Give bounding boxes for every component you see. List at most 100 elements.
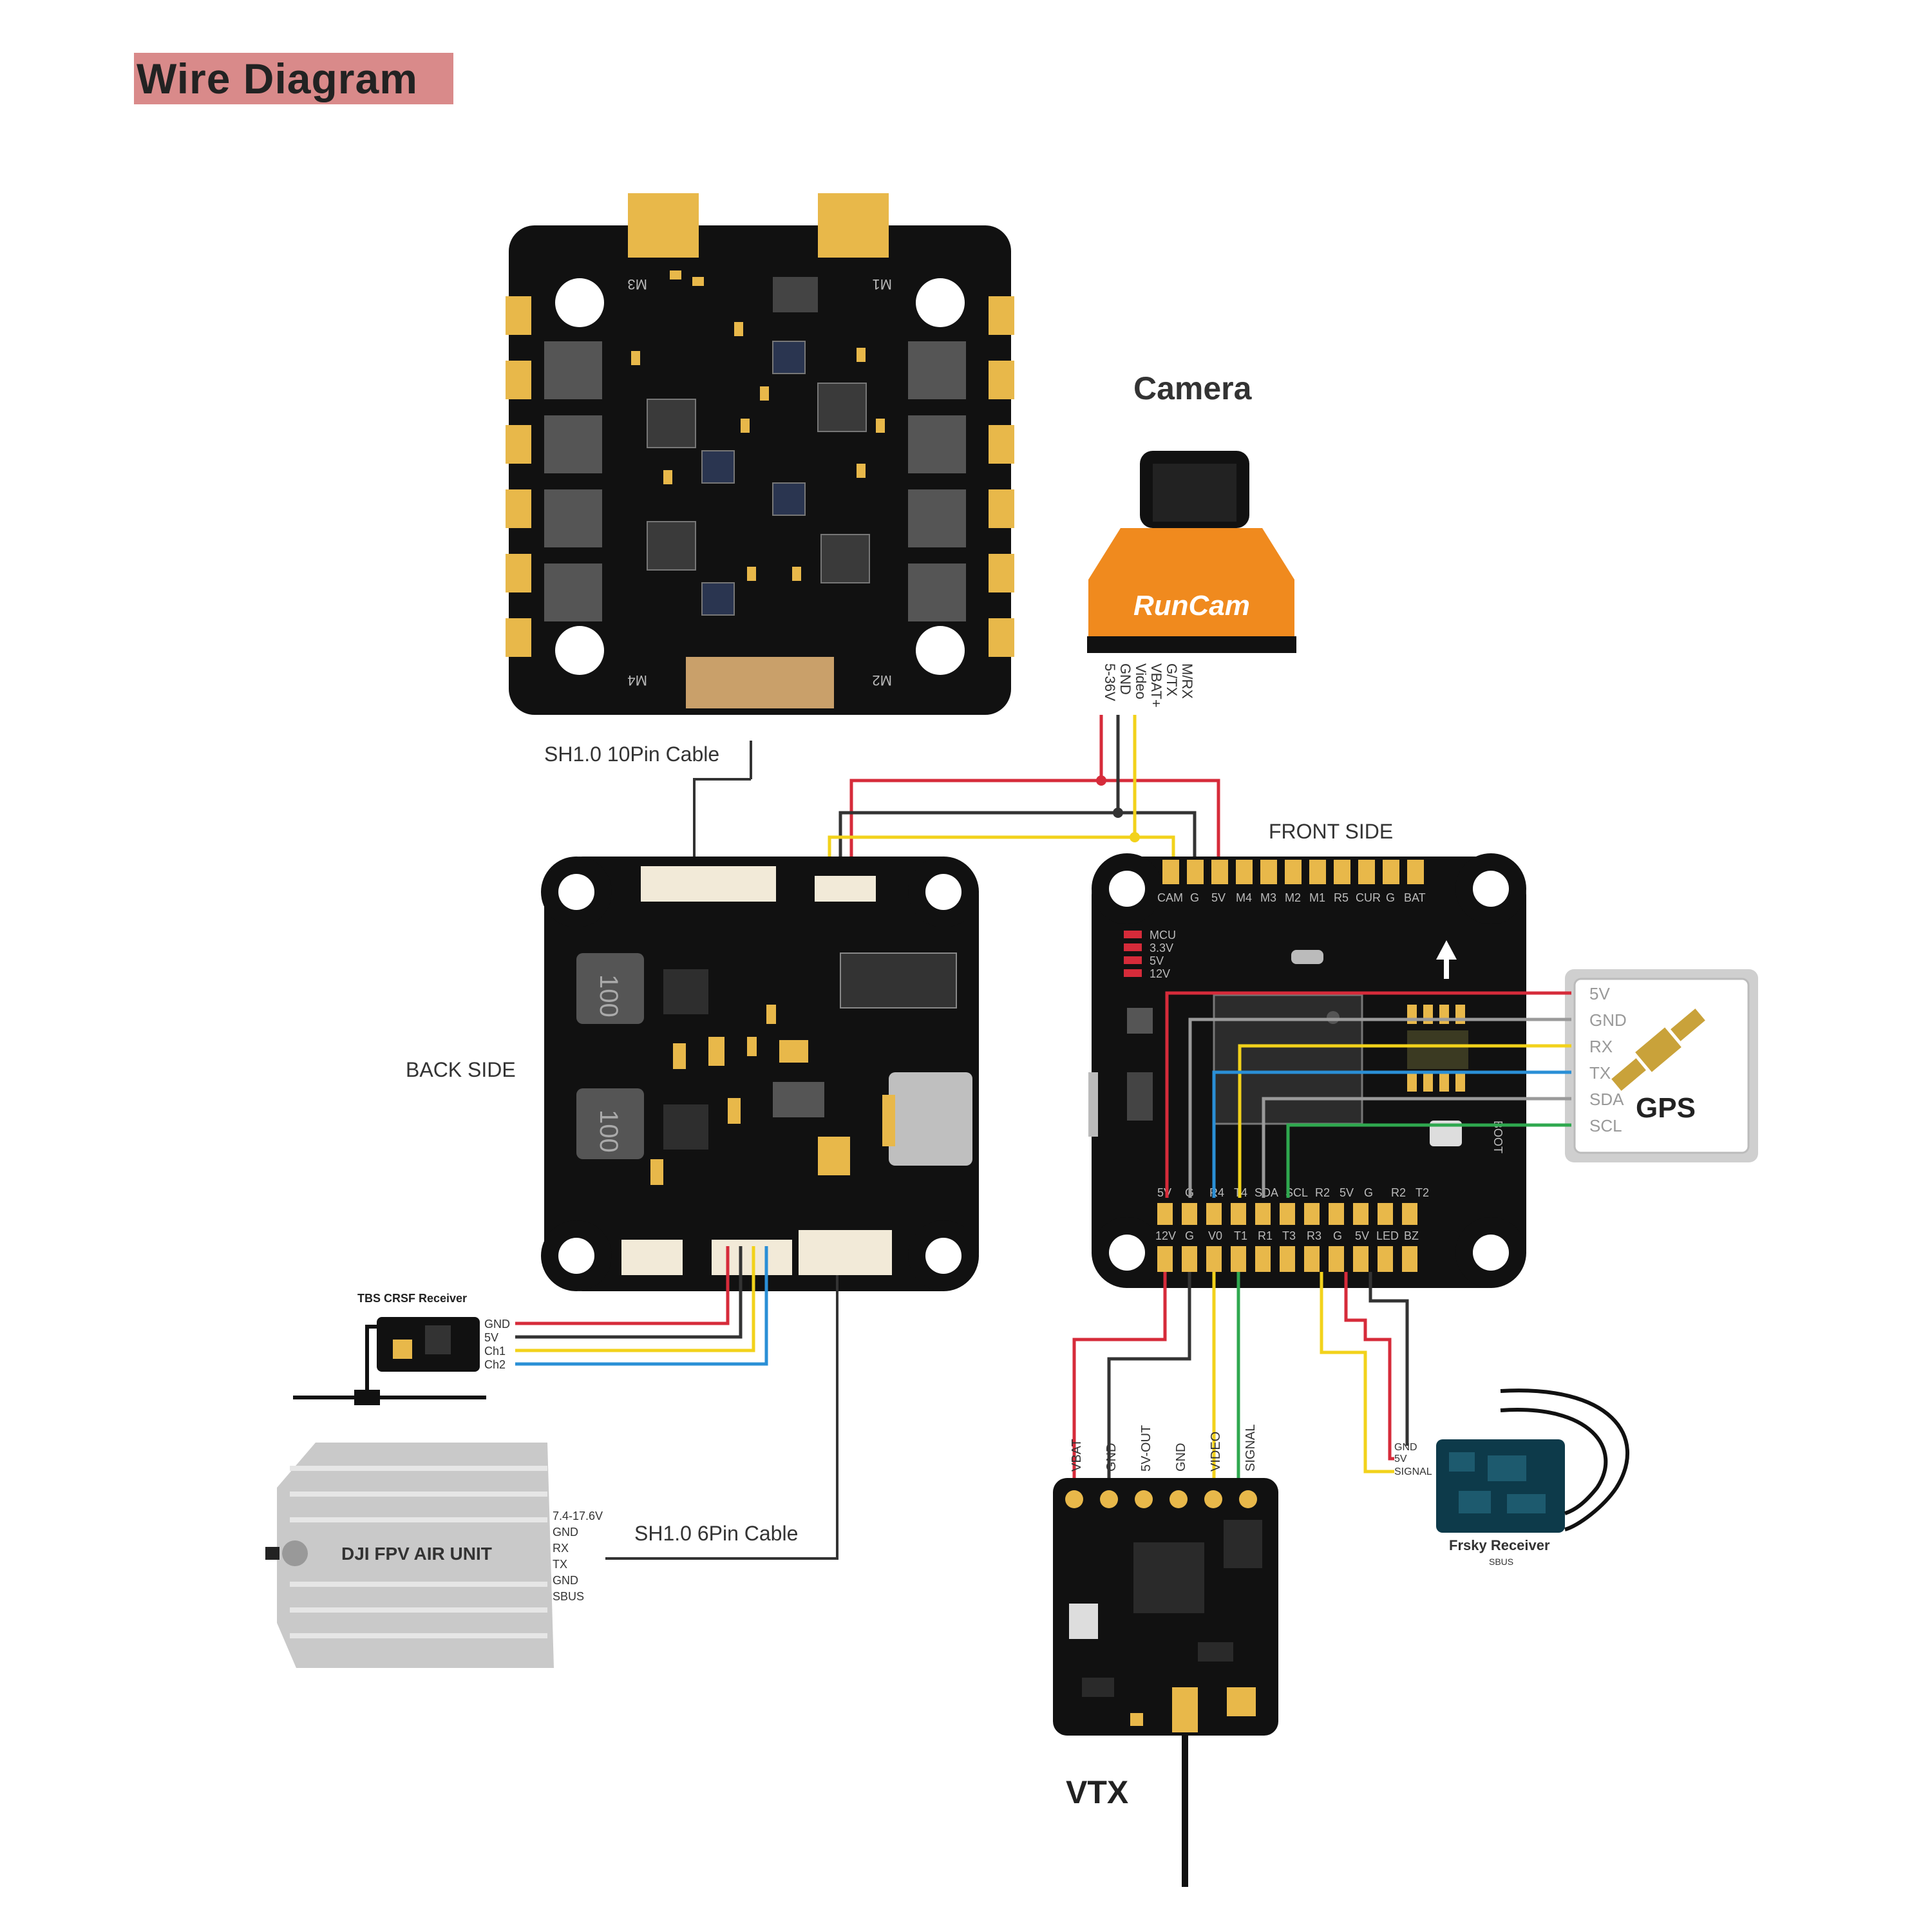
- motor-label-m1: M1: [872, 276, 892, 292]
- fc-pad-label: T1: [1234, 1229, 1247, 1242]
- frsky-wires: [1320, 1272, 1409, 1473]
- esc-board: M3 M1 M4 M2: [506, 193, 1014, 715]
- dji-pin-label: TX: [553, 1558, 567, 1571]
- frsky-title: Frsky Receiver: [1449, 1537, 1550, 1553]
- dji-pin-label: SBUS: [553, 1590, 584, 1603]
- gps-pin-label: SDA: [1589, 1090, 1624, 1109]
- fc-pad-label: G: [1185, 1229, 1194, 1242]
- satellite-icon: [1611, 1009, 1705, 1091]
- fc-front-board: FRONT SIDE CAM G 5V M4 M3 M2 M1 R5: [1088, 820, 1526, 1288]
- vtx-module: VBAT GND 5V-OUT GND VIDEO SIGNAL VTX: [1053, 1425, 1278, 1887]
- fc-pad-label: T3: [1282, 1229, 1296, 1242]
- tbs-title: TBS CRSF Receiver: [357, 1292, 467, 1305]
- camera-pin-label: 5-36V: [1102, 663, 1118, 701]
- tbs-wires: [515, 1246, 768, 1366]
- voltage-label: 5V: [1150, 954, 1164, 967]
- voltage-label: 12V: [1150, 967, 1170, 980]
- dji-pin-label: GND: [553, 1526, 578, 1539]
- tbs-pin-label: Ch1: [484, 1345, 506, 1358]
- fc-pad-label: SDA: [1255, 1186, 1278, 1199]
- fc-top-pad-label: CAM: [1157, 891, 1183, 904]
- fc-pad-label: T2: [1416, 1186, 1429, 1199]
- camera-pin-label: G/TX: [1164, 663, 1180, 697]
- gps-pin-label: GND: [1589, 1010, 1627, 1030]
- fc-top-pad-label: M1: [1309, 891, 1325, 904]
- fc-top-pad-label: G: [1386, 891, 1395, 904]
- gps-pin-label: SCL: [1589, 1116, 1622, 1135]
- fc-pad-label: R3: [1307, 1229, 1321, 1242]
- camera-heading: Camera: [1133, 370, 1253, 406]
- fc-pad-label: R2: [1315, 1186, 1330, 1199]
- frsky-pin-label: 5V: [1394, 1454, 1407, 1464]
- vtx-label: VTX: [1066, 1774, 1128, 1810]
- boot-label: BOOT: [1492, 1121, 1504, 1153]
- page-title: Wire Diagram: [137, 55, 418, 102]
- camera-pin-label: M/RX: [1179, 663, 1195, 699]
- frsky-subtitle: SBUS: [1489, 1557, 1513, 1567]
- fc-pad-label: G: [1333, 1229, 1342, 1242]
- vtx-pin-label: GND: [1104, 1443, 1119, 1472]
- fc-pad-label: R1: [1258, 1229, 1273, 1242]
- fc-pad-label: R2: [1391, 1186, 1406, 1199]
- fc-top-pad-label: CUR: [1356, 891, 1381, 904]
- esc-cable-label: SH1.0 10Pin Cable: [544, 743, 719, 766]
- camera-pin-label: Video: [1133, 663, 1149, 699]
- vtx-pin-label: GND: [1174, 1443, 1188, 1472]
- gps-module: 5V GND RX TX SDA SCL GPS: [1565, 969, 1758, 1162]
- fc-pad-label: SCL: [1285, 1186, 1308, 1199]
- dji-label: DJI FPV AIR UNIT: [341, 1544, 492, 1564]
- fc-pad-label: G: [1364, 1186, 1373, 1199]
- gps-label: GPS: [1636, 1092, 1696, 1124]
- gps-pin-label: RX: [1589, 1037, 1613, 1056]
- gps-pin-label: TX: [1589, 1063, 1611, 1083]
- fc-top-pad-label: 5V: [1211, 891, 1226, 904]
- front-side-label: FRONT SIDE: [1269, 820, 1393, 843]
- fc-pad-label: 5V: [1340, 1186, 1354, 1199]
- fc-pad-label: BZ: [1404, 1229, 1419, 1242]
- vtx-pin-label: VIDEO: [1209, 1432, 1223, 1472]
- fc-pad-label: R4: [1209, 1186, 1224, 1199]
- dji-pin-label: GND: [553, 1574, 578, 1587]
- voltage-label: 3.3V: [1150, 942, 1173, 954]
- inductor-label-2: 100: [594, 1110, 623, 1153]
- fc-top-pad-label: M4: [1236, 891, 1252, 904]
- fc-top-pad-label: M3: [1260, 891, 1276, 904]
- gps-wires: [1165, 991, 1571, 1198]
- camera: Camera RunCam 5-36V GND Video VBAT+ G/TX…: [1087, 370, 1296, 708]
- camera-pin-label: VBAT+: [1148, 663, 1164, 708]
- dji-pin-label: RX: [553, 1542, 569, 1555]
- vtx-wires: [1072, 1272, 1240, 1481]
- frsky-pin-label: GND: [1394, 1442, 1417, 1453]
- fc-top-pad-label: G: [1190, 891, 1199, 904]
- dji-air-unit: DJI FPV AIR UNIT 7.4-17.6V GND RX TX GND…: [265, 1443, 603, 1668]
- back-side-label: BACK SIDE: [406, 1058, 516, 1081]
- dji-pin-label: 7.4-17.6V: [553, 1510, 603, 1522]
- title-highlight: [134, 53, 453, 104]
- motor-label-m3: M3: [627, 276, 647, 292]
- fc-pad-label: LED: [1376, 1229, 1399, 1242]
- fc-top-pad-label: BAT: [1404, 891, 1426, 904]
- inductor-label-1: 100: [594, 974, 623, 1018]
- fc-top-pad-label: R5: [1334, 891, 1349, 904]
- tbs-receiver: TBS CRSF Receiver GND 5V Ch1 Ch2: [293, 1292, 510, 1405]
- vtx-pin-label: SIGNAL: [1244, 1425, 1258, 1472]
- fc-back-board: BACK SIDE 100 100: [406, 857, 979, 1291]
- direction-arrow-icon: [1436, 940, 1457, 979]
- tbs-pin-label: GND: [484, 1318, 510, 1331]
- fc-pad-label: 5V: [1157, 1186, 1171, 1199]
- air-unit-cable-wire: [605, 1275, 838, 1560]
- gps-pin-label: 5V: [1589, 984, 1610, 1003]
- camera-brand: RunCam: [1133, 590, 1250, 621]
- fc-top-pad-label: M2: [1285, 891, 1301, 904]
- motor-label-m4: M4: [627, 672, 647, 688]
- voltage-label: MCU: [1150, 929, 1176, 942]
- camera-pin-label: GND: [1117, 663, 1133, 695]
- air-unit-cable-label: SH1.0 6Pin Cable: [634, 1522, 798, 1545]
- vtx-pin-label: VBAT: [1070, 1439, 1084, 1472]
- frsky-pin-label: SIGNAL: [1394, 1466, 1432, 1477]
- fc-pad-label: 12V: [1155, 1229, 1176, 1242]
- vtx-pin-label: 5V-OUT: [1139, 1425, 1153, 1472]
- fc-pad-label: 5V: [1355, 1229, 1369, 1242]
- tbs-pin-label: Ch2: [484, 1358, 506, 1371]
- motor-label-m2: M2: [872, 672, 892, 688]
